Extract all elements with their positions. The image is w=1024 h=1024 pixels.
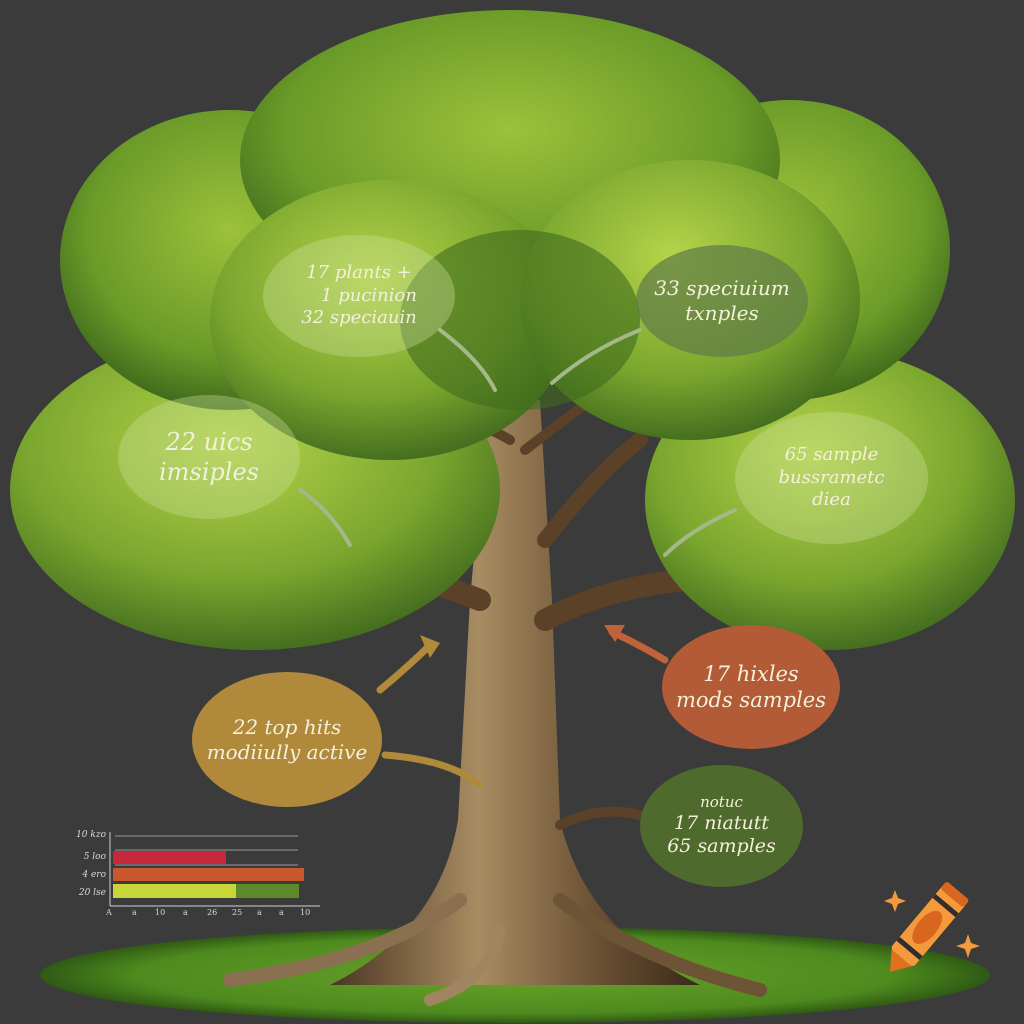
x-tick-label: 10 (300, 908, 311, 917)
x-tick-label: 25 (232, 908, 243, 917)
callout-line: diea (812, 489, 851, 511)
bar-orange (113, 868, 304, 881)
callout-line: 22 top hits (232, 714, 342, 739)
x-tick-label: A (106, 908, 112, 917)
x-tick-label: a (257, 908, 262, 917)
callout-top-right: 33 speciuium txnples (636, 245, 808, 357)
callout-line: 17 niatutt (674, 811, 769, 834)
callout-line: 32 speciauin (301, 307, 417, 329)
callout-line: 65 samples (667, 835, 776, 858)
callout-arrows (298, 328, 737, 830)
chart-plot (109, 832, 320, 907)
callout-line: txnples (685, 301, 759, 325)
callout-lower-right: 17 hixles mods samples (662, 625, 840, 749)
callout-line: modiiully active (206, 739, 368, 764)
callout-top-left: 17 plants + 1 pucinion 32 speciauin (263, 235, 455, 357)
callout-line: 65 sample (784, 444, 879, 466)
callout-line: 17 hixles (703, 661, 799, 686)
y-tick-label: 4 ero (82, 870, 106, 880)
callout-mid-left: 22 uics imsiples (118, 395, 300, 519)
callout-bottom-right: notuc 17 niatutt 65 samples (640, 765, 803, 887)
callout-line: 33 speciuium (654, 276, 790, 300)
callout-line: 1 pucinion (321, 284, 417, 306)
x-tick-label: a (132, 908, 137, 917)
mini-bar-chart: 10 kzo 5 loo 4 ero 20 lse A a 10 a 26 25… (70, 828, 320, 920)
bar-red (113, 851, 226, 864)
callout-lower-left: 22 top hits modiiully active (192, 672, 382, 807)
x-tick-label: 10 (155, 908, 166, 917)
callout-line: imsiples (159, 458, 259, 486)
y-tick-label: 10 kzo (76, 830, 106, 840)
sparkle-icon (884, 890, 906, 912)
callout-line: mods samples (675, 688, 827, 712)
y-tick-label: 20 lse (78, 888, 106, 898)
y-tick-label: 5 loo (83, 852, 106, 862)
callout-line: 22 uics (165, 428, 253, 456)
callout-line: 17 plants + (306, 262, 412, 284)
tree-trunk (330, 400, 700, 985)
bar-green (236, 884, 299, 898)
callout-mid-right: 65 sample bussrametc diea (735, 412, 928, 544)
x-tick-label: a (279, 908, 284, 917)
bar-yellow (113, 884, 236, 898)
tree-canopy (10, 10, 1015, 650)
callout-line: notuc (700, 792, 743, 811)
sparkle-icon (956, 934, 980, 958)
callout-line: bussrametc (778, 466, 885, 488)
x-tick-label: a (183, 908, 188, 917)
crayon-icon (884, 882, 980, 972)
x-tick-label: 26 (207, 908, 218, 917)
